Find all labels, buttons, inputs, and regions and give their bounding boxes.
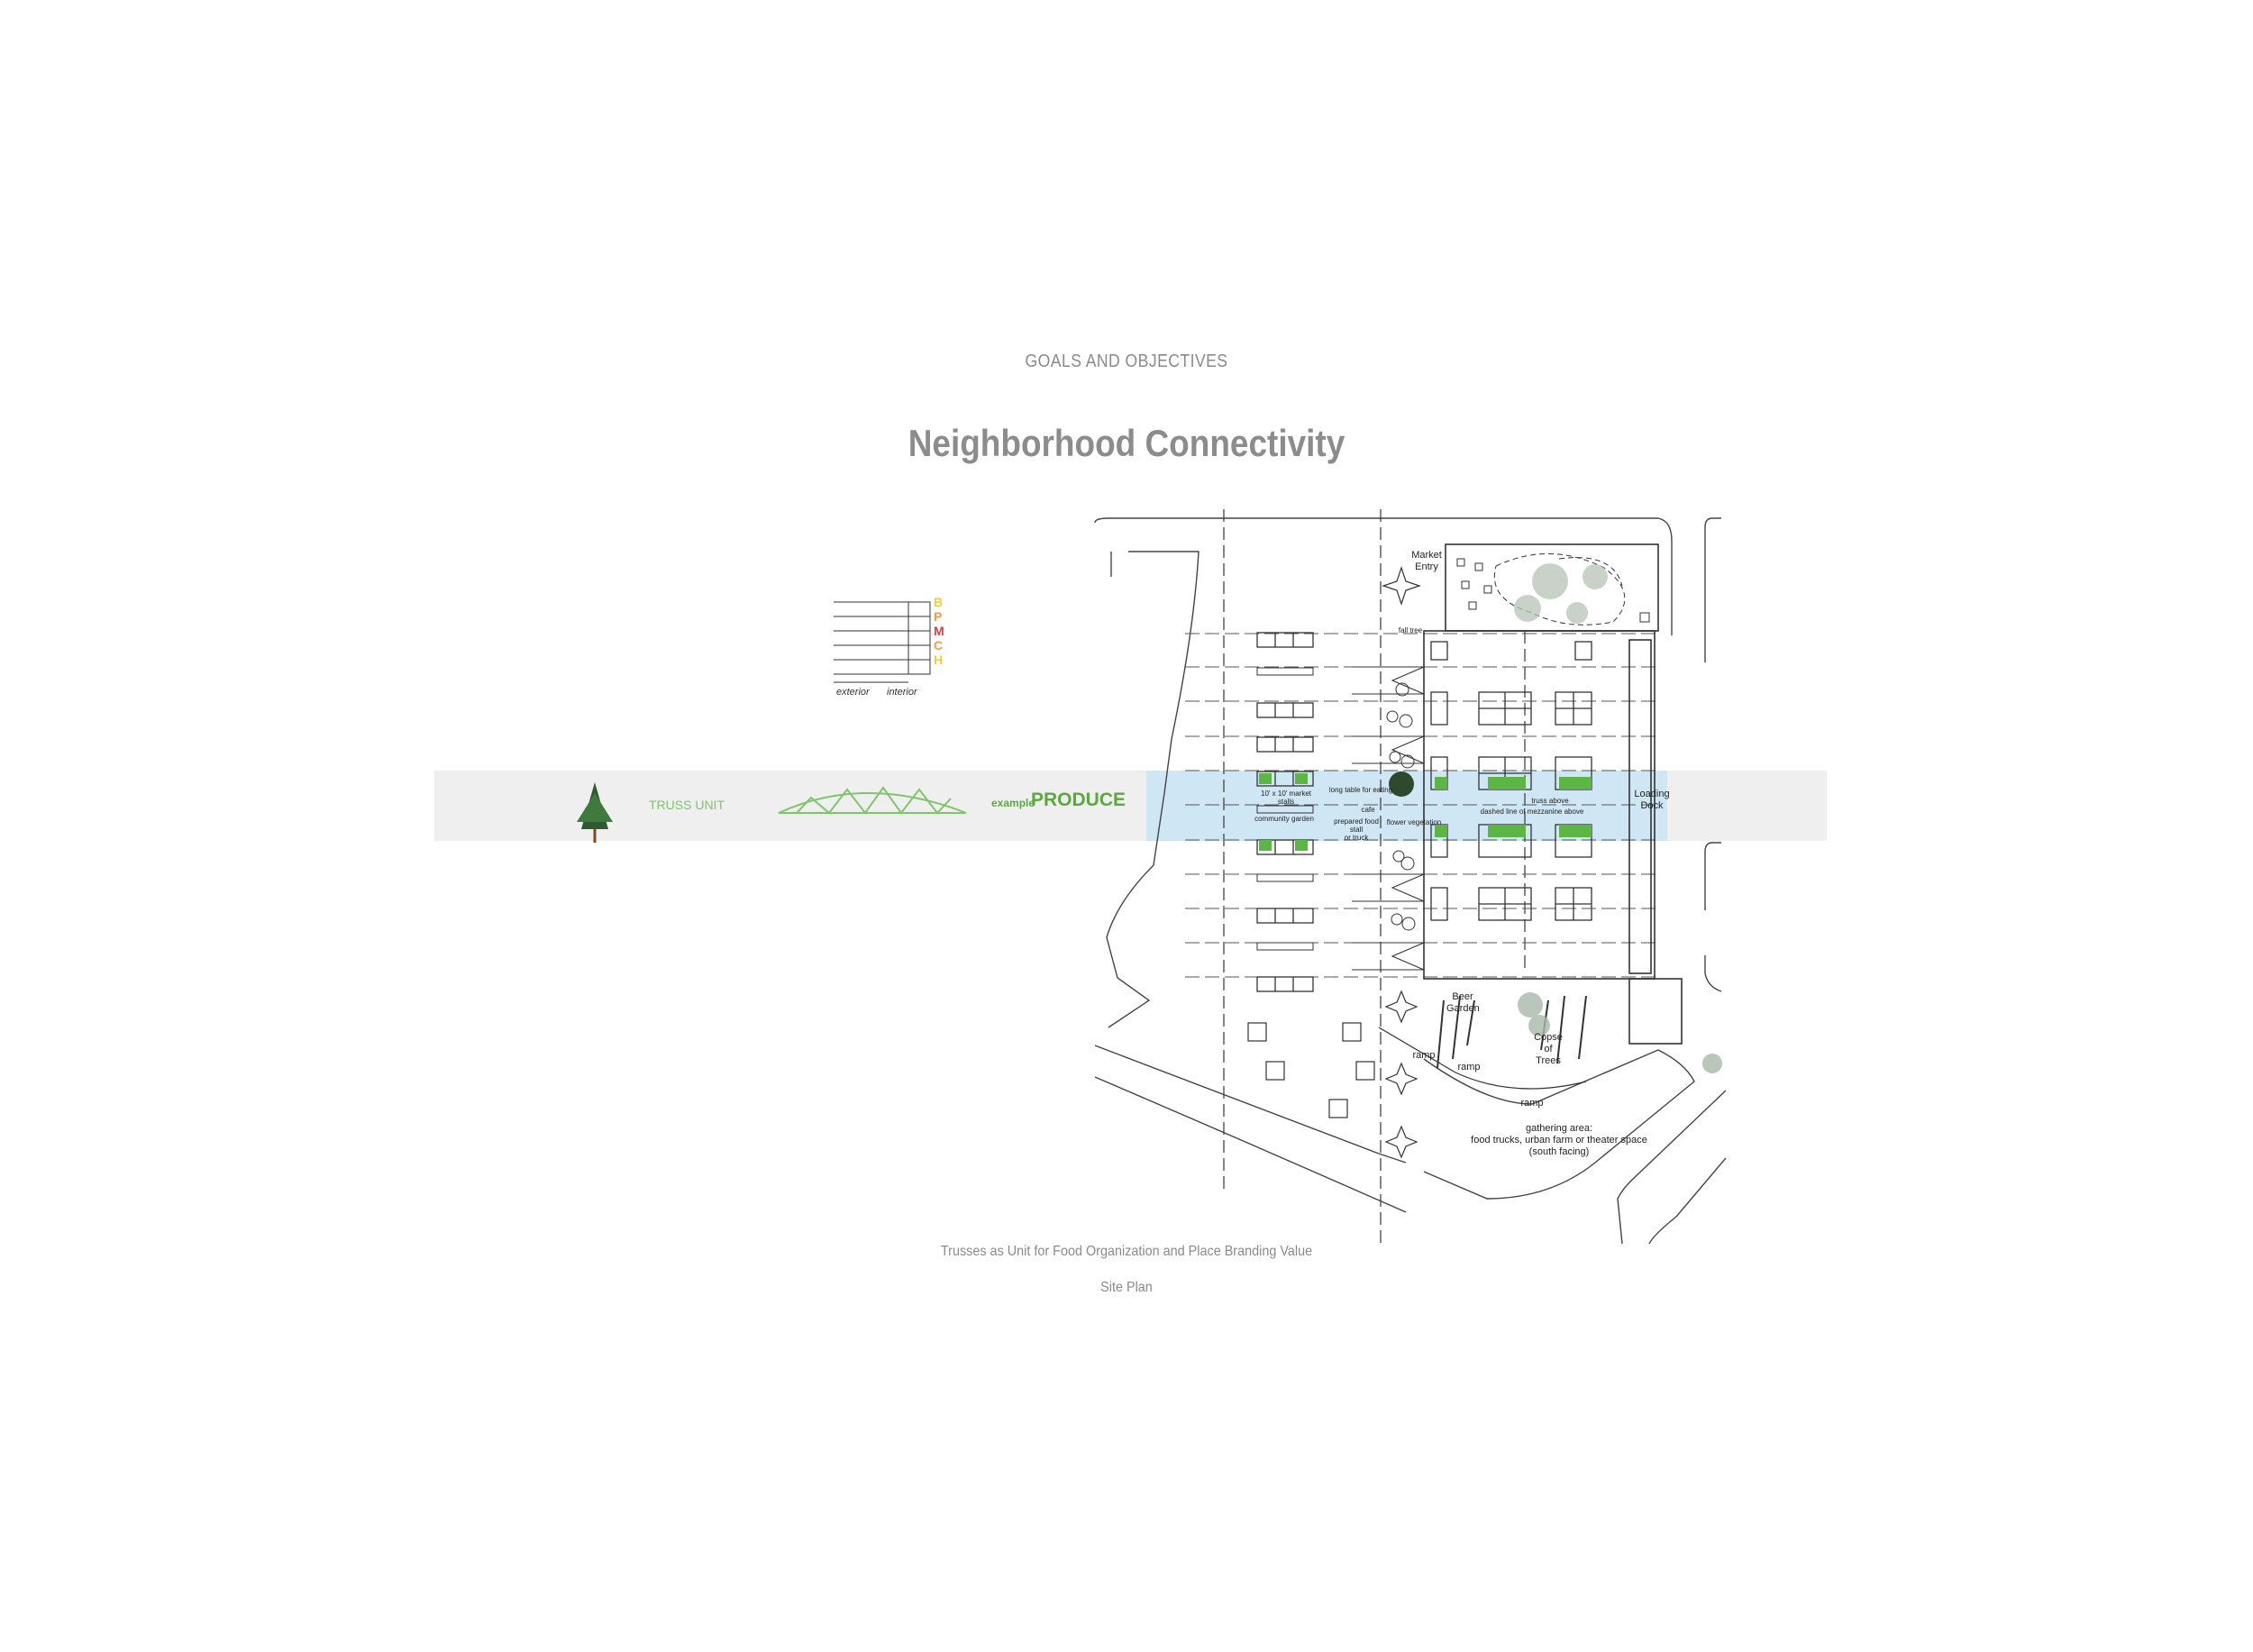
plaza-small-squares — [1456, 558, 1650, 623]
road-curve-southwest — [1094, 1076, 1407, 1213]
legend-exterior-label: exterior — [836, 687, 870, 698]
page-title: Neighborhood Connectivity — [908, 422, 1345, 464]
label-flower-vegetation: flower vegetation — [1386, 818, 1442, 826]
south-road-a — [1423, 1049, 1695, 1200]
legend-letter-b: B — [934, 595, 944, 609]
loading-dock-outline — [1628, 639, 1652, 974]
label-ramp-3: ramp — [1520, 1098, 1544, 1109]
truss-unit-icon — [778, 786, 967, 815]
program-legend-letters: B P M C H — [934, 595, 944, 667]
label-copse-of-trees: Copse of Trees — [1534, 1032, 1563, 1066]
label-truss-above: truss above — [1531, 797, 1569, 805]
west-building-outline — [1106, 551, 1199, 1028]
program-legend-diagram — [834, 601, 931, 683]
section-kicker: GOALS AND OBJECTIVES — [1025, 351, 1228, 371]
produce-stalls — [1435, 777, 1592, 837]
label-loading-dock: Loading Dock — [1634, 789, 1670, 811]
copse-trees — [1518, 992, 1722, 1073]
example-label: example — [991, 797, 1035, 809]
dark-tree-canopy — [1389, 771, 1414, 797]
plaza-path-curve — [1493, 553, 1626, 625]
south-planters — [1247, 1022, 1375, 1118]
label-cafe: cafe — [1361, 806, 1375, 814]
south-road-c — [1648, 1157, 1727, 1245]
legend-letter-p: P — [934, 609, 943, 624]
produce-label: PRODUCE — [1031, 789, 1126, 810]
market-hall-outline — [1423, 630, 1656, 980]
east-road-top — [1704, 517, 1721, 662]
road-curve-north — [1094, 517, 1673, 635]
legend-letter-h: H — [934, 653, 944, 667]
legend-letter-m: M — [934, 624, 944, 638]
label-market-entry: Market Entry — [1411, 550, 1442, 572]
loading-dock-ramp — [1628, 978, 1683, 1045]
label-beer-garden: Beer Garden — [1446, 991, 1480, 1014]
label-gathering-area: gathering area: food trucks, urban farm … — [1471, 1123, 1647, 1157]
tree-icon — [577, 782, 613, 843]
east-road-low — [1704, 955, 1722, 992]
exterior-produce-stalls — [1259, 773, 1308, 851]
interior-stalls — [1430, 641, 1592, 921]
community-garden-beds — [1256, 667, 1314, 951]
road-curve-west — [1094, 1045, 1407, 1164]
label-long-table: long table for eating — [1328, 786, 1393, 794]
legend-interior-label: interior — [887, 687, 917, 698]
plaza-path-curve-2 — [1558, 557, 1623, 587]
figure-sublabel: Site Plan — [1100, 1280, 1153, 1295]
south-road-b — [1617, 1090, 1727, 1245]
truss-unit-label: TRUSS UNIT — [649, 798, 725, 812]
compass-stars — [1382, 566, 1421, 1159]
ramp-line — [1378, 1027, 1587, 1090]
exterior-stalls — [1256, 632, 1314, 992]
plaza-trees — [1514, 563, 1608, 624]
label-ramp-2: ramp — [1457, 1062, 1481, 1072]
legend-letter-c: C — [934, 638, 944, 653]
east-road-mid — [1704, 842, 1721, 910]
label-mezzanine: dashed line of mezzanine above — [1480, 808, 1584, 816]
label-ramp-1: ramp — [1412, 1050, 1436, 1061]
label-market-stalls: 10' x 10' market stalls — [1261, 789, 1311, 806]
label-prepared-food: prepared food stall or truck — [1334, 817, 1379, 842]
canopy-trees — [1386, 682, 1416, 931]
canopy-trusses — [1352, 666, 1425, 971]
figure-caption: Trusses as Unit for Food Organization an… — [940, 1244, 1313, 1259]
label-community-garden: community garden — [1254, 815, 1314, 823]
label-fall-tree: fall tree — [1398, 626, 1423, 634]
market-entry-plaza — [1445, 543, 1659, 632]
